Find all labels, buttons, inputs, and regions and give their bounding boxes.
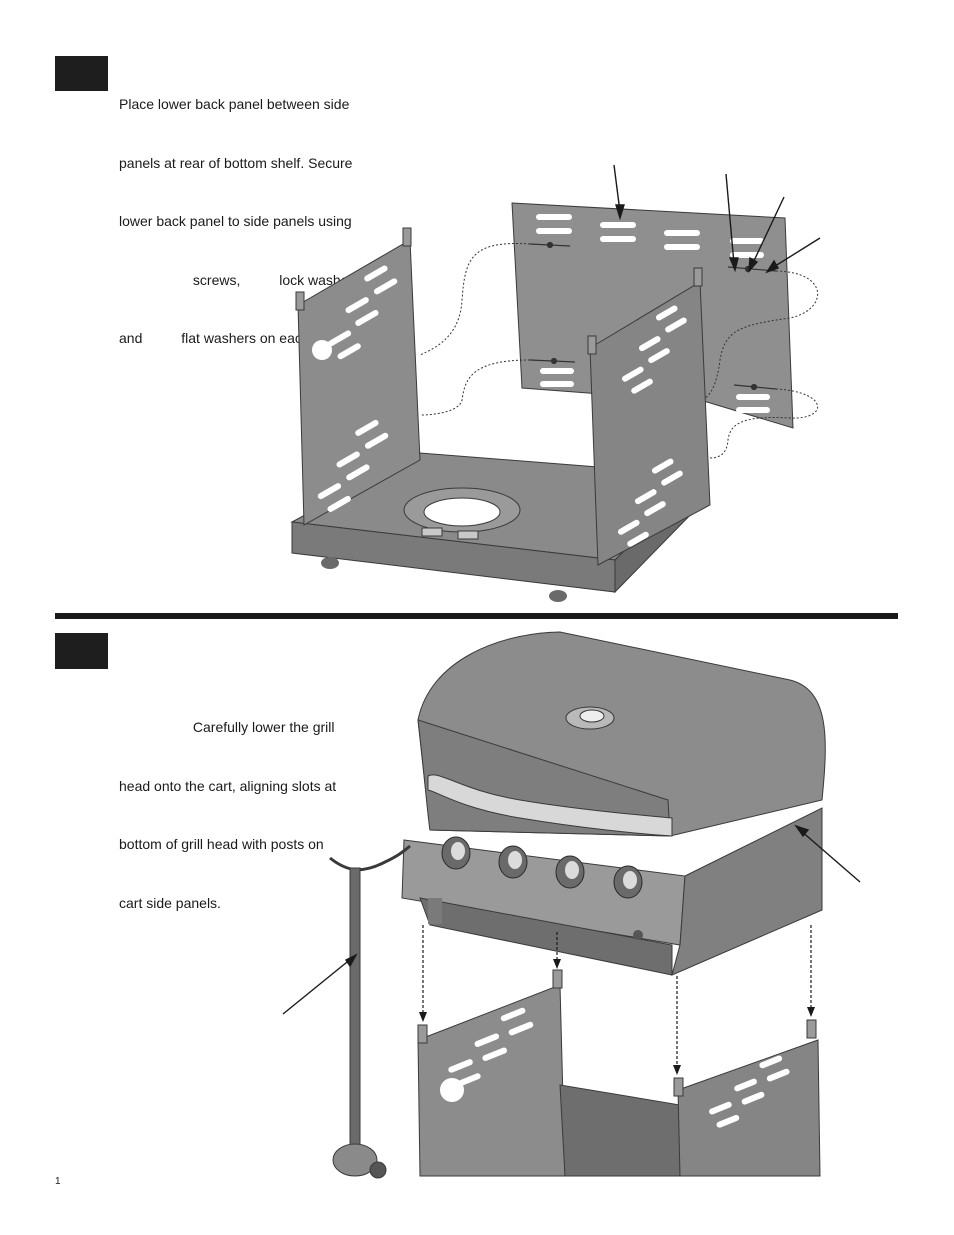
left-side-panel <box>295 227 421 526</box>
step-1-line: lower back panel to side panels using <box>119 213 352 229</box>
step-2-line: bottom of grill head with posts on <box>119 836 324 852</box>
arrowhead-icon <box>419 959 815 1075</box>
page-number: 1 <box>55 1176 61 1187</box>
alignment-arrows <box>422 925 812 1068</box>
section-divider <box>55 613 898 619</box>
step-2-number-box <box>55 633 108 669</box>
callout-arrows <box>282 824 861 1015</box>
gas-hose <box>329 844 411 1179</box>
step-1-line: Place lower back panel between side <box>119 96 350 112</box>
step-1-number-box <box>55 56 108 91</box>
step-2-line: head onto the cart, aligning slots at <box>119 777 337 794</box>
step-2-line: cart side panels. <box>119 894 221 911</box>
right-side-panel <box>587 267 711 566</box>
cart-side-panels <box>417 969 821 1177</box>
step-1-illustration <box>290 164 821 602</box>
grill-head <box>401 631 826 976</box>
step-2-line: Carefully lower the grill <box>119 719 335 735</box>
screw-icon <box>529 241 777 391</box>
step-2-instructions: Carefully lower the grill head onto the … <box>119 679 336 933</box>
callout-arrows <box>613 164 821 274</box>
alignment-dotted-lines <box>419 243 819 459</box>
step-1-line: panels at rear of bottom shelf. Secure <box>119 154 353 171</box>
